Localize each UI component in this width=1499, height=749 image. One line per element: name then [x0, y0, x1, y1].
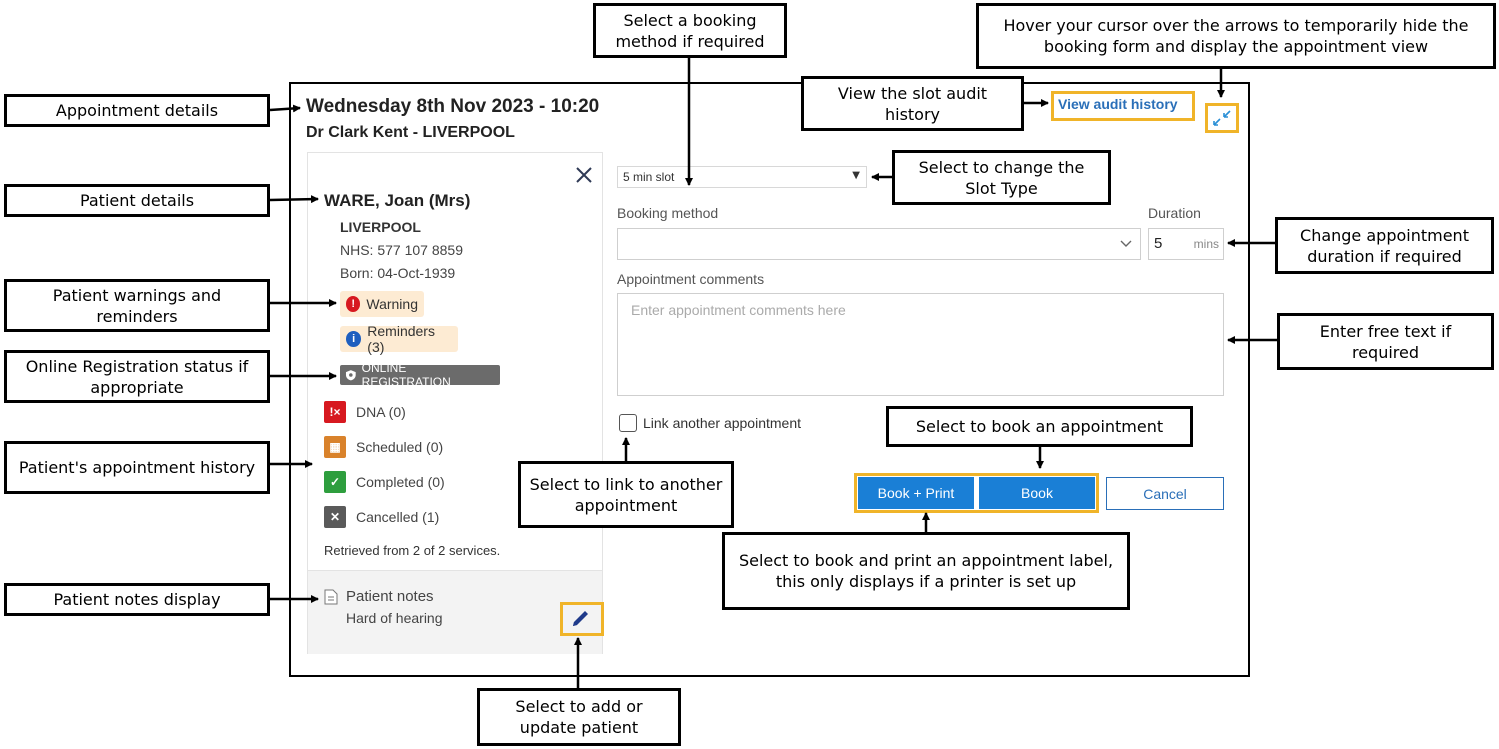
shield-icon — [345, 370, 356, 381]
appointment-clinician: Dr Clark Kent - LIVERPOOL — [306, 124, 515, 141]
history-cancelled[interactable]: Cancelled (1) — [356, 509, 440, 525]
book-button[interactable]: Book — [979, 477, 1095, 509]
check-icon: ✓ — [324, 471, 346, 493]
pencil-icon[interactable] — [570, 609, 592, 629]
warning-label: Warning — [366, 296, 418, 312]
callout-update-patient: Select to add or update patient — [477, 688, 681, 746]
retrieved-text: Retrieved from 2 of 2 services. — [324, 543, 501, 558]
reminders-label: Reminders (3) — [367, 323, 435, 355]
callout-booking-method: Select a booking method if required — [593, 3, 787, 58]
cross-icon: ✕ — [324, 506, 346, 528]
booking-method-select[interactable] — [617, 228, 1141, 260]
duration-input[interactable]: 5 mins — [1148, 228, 1224, 260]
appointment-comments-label: Appointment comments — [617, 271, 765, 287]
duration-unit: mins — [1193, 237, 1219, 251]
callout-audit: View the slot audit history — [801, 76, 1024, 131]
callout-notes: Patient notes display — [4, 583, 270, 616]
patient-notes-text: Hard of hearing — [346, 610, 443, 626]
slot-type-value: 5 min slot — [623, 170, 675, 184]
document-icon — [324, 589, 338, 605]
history-completed[interactable]: Completed (0) — [356, 474, 445, 490]
callout-hover-arrows: Hover your cursor over the arrows to tem… — [976, 3, 1496, 69]
comments-placeholder: Enter appointment comments here — [631, 302, 846, 318]
callout-book: Select to book an appointment — [886, 406, 1193, 447]
duration-value: 5 — [1154, 235, 1163, 252]
patient-location: LIVERPOOL — [340, 219, 421, 235]
callout-patient-details: Patient details — [4, 184, 270, 217]
patient-notes-area: Patient notes Hard of hearing — [308, 570, 604, 654]
slot-type-select[interactable]: 5 min slot ▼ — [617, 166, 867, 188]
link-appointment-checkbox[interactable] — [619, 414, 637, 432]
audit-highlight — [1051, 91, 1195, 121]
close-icon[interactable] — [574, 165, 594, 185]
view-audit-history-link[interactable]: View audit history — [1058, 96, 1178, 112]
callout-free-text: Enter free text if required — [1277, 313, 1494, 370]
patient-nhs: NHS: 577 107 8859 — [340, 242, 463, 258]
appointment-comments-input[interactable]: Enter appointment comments here — [617, 293, 1224, 396]
book-print-button[interactable]: Book + Print — [858, 477, 974, 509]
online-registration-label: ONLINE REGISTRATION — [361, 361, 451, 389]
callout-appointment-details: Appointment details — [4, 94, 270, 127]
booking-method-label: Booking method — [617, 205, 719, 221]
duration-label: Duration — [1148, 205, 1201, 221]
patient-born: Born: 04-Oct-1939 — [340, 265, 456, 281]
patient-notes-title: Patient notes — [346, 588, 434, 605]
chevron-down-icon — [1120, 240, 1132, 247]
warning-badge[interactable]: ! Warning — [340, 291, 424, 317]
history-scheduled[interactable]: Scheduled (0) — [356, 439, 444, 455]
collapse-highlight — [1205, 103, 1239, 133]
callout-history: Patient's appointment history — [4, 441, 270, 494]
callout-warnings: Patient warnings and reminders — [4, 279, 270, 332]
callout-duration: Change appointment duration if required — [1275, 217, 1494, 274]
appointment-datetime: Wednesday 8th Nov 2023 - 10:20 — [306, 96, 600, 117]
history-dna[interactable]: DNA (0) — [356, 404, 406, 420]
calendar-icon: ▦ — [324, 436, 346, 458]
callout-online-registration: Online Registration status if appropriat… — [4, 350, 270, 403]
caret-down-icon: ▼ — [852, 170, 860, 181]
info-icon: i — [346, 331, 362, 347]
dna-icon: !× — [324, 401, 346, 423]
edit-highlight — [560, 602, 604, 636]
callout-link: Select to link to another appointment — [518, 461, 734, 528]
link-appointment-label: Link another appointment — [643, 415, 801, 431]
patient-panel: WARE, Joan (Mrs) LIVERPOOL NHS: 577 107 … — [307, 152, 604, 654]
collapse-arrows-icon[interactable] — [1210, 107, 1234, 129]
callout-book-print: Select to book and print an appointment … — [722, 532, 1130, 610]
online-registration-badge: ONLINE REGISTRATION — [340, 361, 500, 389]
patient-name[interactable]: WARE, Joan (Mrs) — [324, 191, 471, 210]
exclamation-icon: ! — [346, 296, 361, 312]
cancel-button[interactable]: Cancel — [1106, 477, 1224, 510]
callout-slot-type: Select to change the Slot Type — [892, 150, 1111, 205]
book-buttons-highlight — [854, 473, 1099, 513]
reminders-badge[interactable]: i Reminders (3) — [340, 323, 458, 355]
